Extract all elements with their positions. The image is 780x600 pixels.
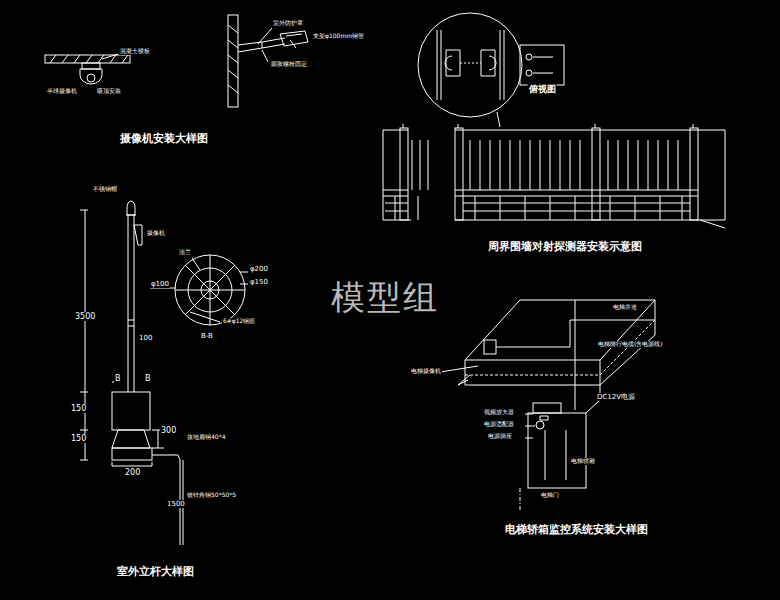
elevator-detail [440, 300, 655, 510]
part-label: 吸顶安装 [96, 88, 122, 95]
wall-camera-detail [228, 15, 308, 107]
part-label: 摄像机 [146, 230, 166, 237]
part-label: DC12V电源 [596, 393, 636, 401]
dimension: 100 [138, 334, 153, 342]
dimension: φ100 [150, 280, 170, 288]
section-mark: B [114, 374, 122, 383]
dimension: 150 [70, 434, 87, 443]
section-mark: B-B [200, 332, 214, 340]
part-label: 半球摄像机 [46, 88, 78, 95]
part-label: 电源插座 [487, 433, 513, 440]
part-label: 法兰 [178, 249, 192, 256]
part-label: 电梯摄像机 [410, 368, 442, 375]
dimension: 200 [124, 468, 141, 477]
perimeter-detector [383, 13, 725, 228]
part-label: 6#φ12钢筋 [222, 318, 256, 325]
part-label: 不锈钢帽 [92, 186, 118, 193]
part-label: 电梯门 [540, 492, 560, 499]
dimension: 150 [70, 404, 87, 413]
drawing-caption: 室外立杆大样图 [116, 566, 195, 579]
dimension: 1500 [166, 500, 186, 508]
dimension: 300 [160, 426, 177, 435]
part-label: 混凝土楼板 [119, 48, 151, 55]
part-label: 室外防护罩 [272, 20, 304, 27]
section-mark: B [144, 374, 152, 383]
part-label: 视频放大器 [483, 409, 515, 416]
part-label: 支架φ100mm钢管 [312, 33, 365, 40]
part-label: 电梯井道 [612, 304, 638, 311]
view-label: 俯视图 [528, 84, 557, 94]
dome-camera-detail [45, 54, 130, 84]
part-label: 电源适配器 [483, 421, 515, 428]
dimension: φ150 [249, 278, 269, 286]
part-label: 接地扁钢40*4 [186, 434, 226, 441]
part-label: 镀锌角钢50*50*5 [186, 492, 237, 499]
part-label: 膨胀螺栓固定 [270, 61, 308, 68]
drawing-caption: 周界围墙对射探测器安装示意图 [487, 241, 643, 254]
dimension: φ200 [249, 265, 269, 273]
pole-detail [80, 201, 248, 545]
part-label: 电梯随行电缆(含电源线) [597, 341, 664, 348]
part-label: 电梯轿厢 [570, 458, 596, 465]
drawing-caption: 电梯轿箱监控系统安装大样图 [504, 524, 649, 537]
drawing-caption: 摄像机安装大样图 [119, 133, 209, 146]
watermark: 模型组 [330, 278, 440, 317]
dimension: 3500 [74, 312, 96, 321]
